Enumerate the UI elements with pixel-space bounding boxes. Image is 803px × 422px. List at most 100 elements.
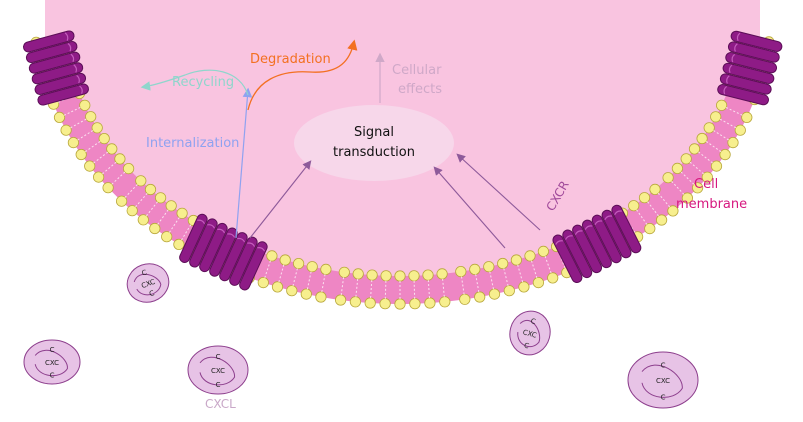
lipid-head <box>469 263 481 275</box>
lipid-head <box>352 268 364 280</box>
lipid-head <box>681 192 694 204</box>
ligand-cxc: CXC <box>522 328 538 339</box>
receptor-helix <box>179 213 208 263</box>
receptor-highlight <box>594 220 603 225</box>
receptor-left <box>179 213 268 291</box>
receptor-helix <box>730 30 783 52</box>
lipid-head <box>320 263 332 275</box>
receptor-highlight <box>227 233 236 238</box>
lipid-tail <box>475 274 480 293</box>
lipid-head <box>114 153 126 165</box>
ligand-cxc: CXC <box>211 367 225 375</box>
receptor-helix <box>229 236 258 286</box>
ligand-c-top: C <box>661 361 666 369</box>
lipid-head <box>655 214 668 226</box>
receptor-highlight <box>734 43 738 52</box>
ligand-c-top: C <box>216 353 221 361</box>
cell-membrane-line1: Cell <box>694 177 718 192</box>
receptors <box>23 30 783 291</box>
lipid-head <box>257 276 269 289</box>
ligand-c-top: C <box>530 317 537 326</box>
lipid-head <box>349 296 361 308</box>
receptor-highlight <box>73 64 78 73</box>
lipid-tail <box>340 277 345 296</box>
ligand-chain <box>199 356 236 386</box>
lipid-head <box>455 265 467 278</box>
internalization-arrow <box>235 87 253 239</box>
lipid-tail <box>135 192 148 208</box>
lipid-head <box>424 297 436 309</box>
lipid-head <box>271 281 284 293</box>
lipid-head <box>715 99 728 111</box>
receptor-helix <box>239 241 268 291</box>
receptor-helix <box>189 218 218 268</box>
lipid-head <box>459 293 471 305</box>
lipid-tail <box>63 106 81 116</box>
lipid-tail <box>725 107 743 116</box>
lipid-head <box>703 122 715 134</box>
lipid-tail <box>647 201 659 217</box>
lipid-head <box>488 288 501 300</box>
lipid-head <box>306 261 318 273</box>
lipid-head <box>422 269 434 281</box>
lipid-head <box>79 99 91 111</box>
lipid-tail <box>680 171 695 185</box>
lipid-head <box>688 143 701 155</box>
lipid-head <box>123 163 135 175</box>
lipid-tail <box>70 118 87 129</box>
ligand-cxc: CXC <box>656 377 670 385</box>
lipid-head <box>436 268 448 280</box>
ligand-c-bottom: C <box>216 381 221 389</box>
lipid-head <box>644 223 656 235</box>
ligand-body <box>187 345 249 395</box>
lipid-head <box>84 160 96 172</box>
lipid-tail <box>413 280 416 299</box>
lipid-head <box>144 183 157 196</box>
signal-arrow-left <box>249 160 312 239</box>
lipid-head <box>710 111 722 123</box>
lipid-head <box>279 254 291 266</box>
receptor-highlight <box>736 32 741 42</box>
ligand-chain <box>133 273 162 296</box>
ligand-c-top: C <box>50 346 55 354</box>
lipid-head <box>137 214 149 226</box>
lipid-tail <box>146 201 158 217</box>
receptor-helix <box>572 224 603 274</box>
lipid-head <box>497 257 509 270</box>
lipid-head <box>126 205 138 217</box>
lipid-tail <box>517 264 524 283</box>
lipid-head <box>701 171 713 183</box>
lipid-tail <box>713 130 729 141</box>
receptor-highlight <box>217 228 226 234</box>
lipid-head <box>547 272 559 284</box>
lipid-head <box>379 298 391 310</box>
receptor-highlight <box>726 75 730 84</box>
lipid-head <box>176 207 188 219</box>
receptor-helix <box>34 72 87 95</box>
lipid-tail <box>705 140 722 153</box>
receptor-helix <box>581 219 612 269</box>
lipid-head <box>719 149 731 161</box>
lipid-tail <box>489 271 494 290</box>
lipid-head <box>286 285 298 297</box>
ligand-cxc: CXC <box>45 359 59 367</box>
recycling-label: Recycling <box>172 75 234 90</box>
receptor-helix <box>31 62 84 85</box>
lipid-tail <box>321 274 326 293</box>
ligand-c-bottom: C <box>148 289 155 298</box>
receptor-helix <box>37 83 89 106</box>
receptor-helix <box>23 30 75 53</box>
receptor-highlight <box>64 32 69 41</box>
lipid-tail <box>719 118 737 129</box>
lipid-tail <box>181 224 192 241</box>
receptor-highlight <box>731 53 736 63</box>
lipid-tail <box>157 209 169 225</box>
ligand-chain <box>641 364 683 398</box>
lipid-tail <box>111 171 126 185</box>
receptor-right-top <box>717 30 783 106</box>
ligand-c-bottom: C <box>661 394 666 402</box>
lipid-tail <box>102 161 117 175</box>
